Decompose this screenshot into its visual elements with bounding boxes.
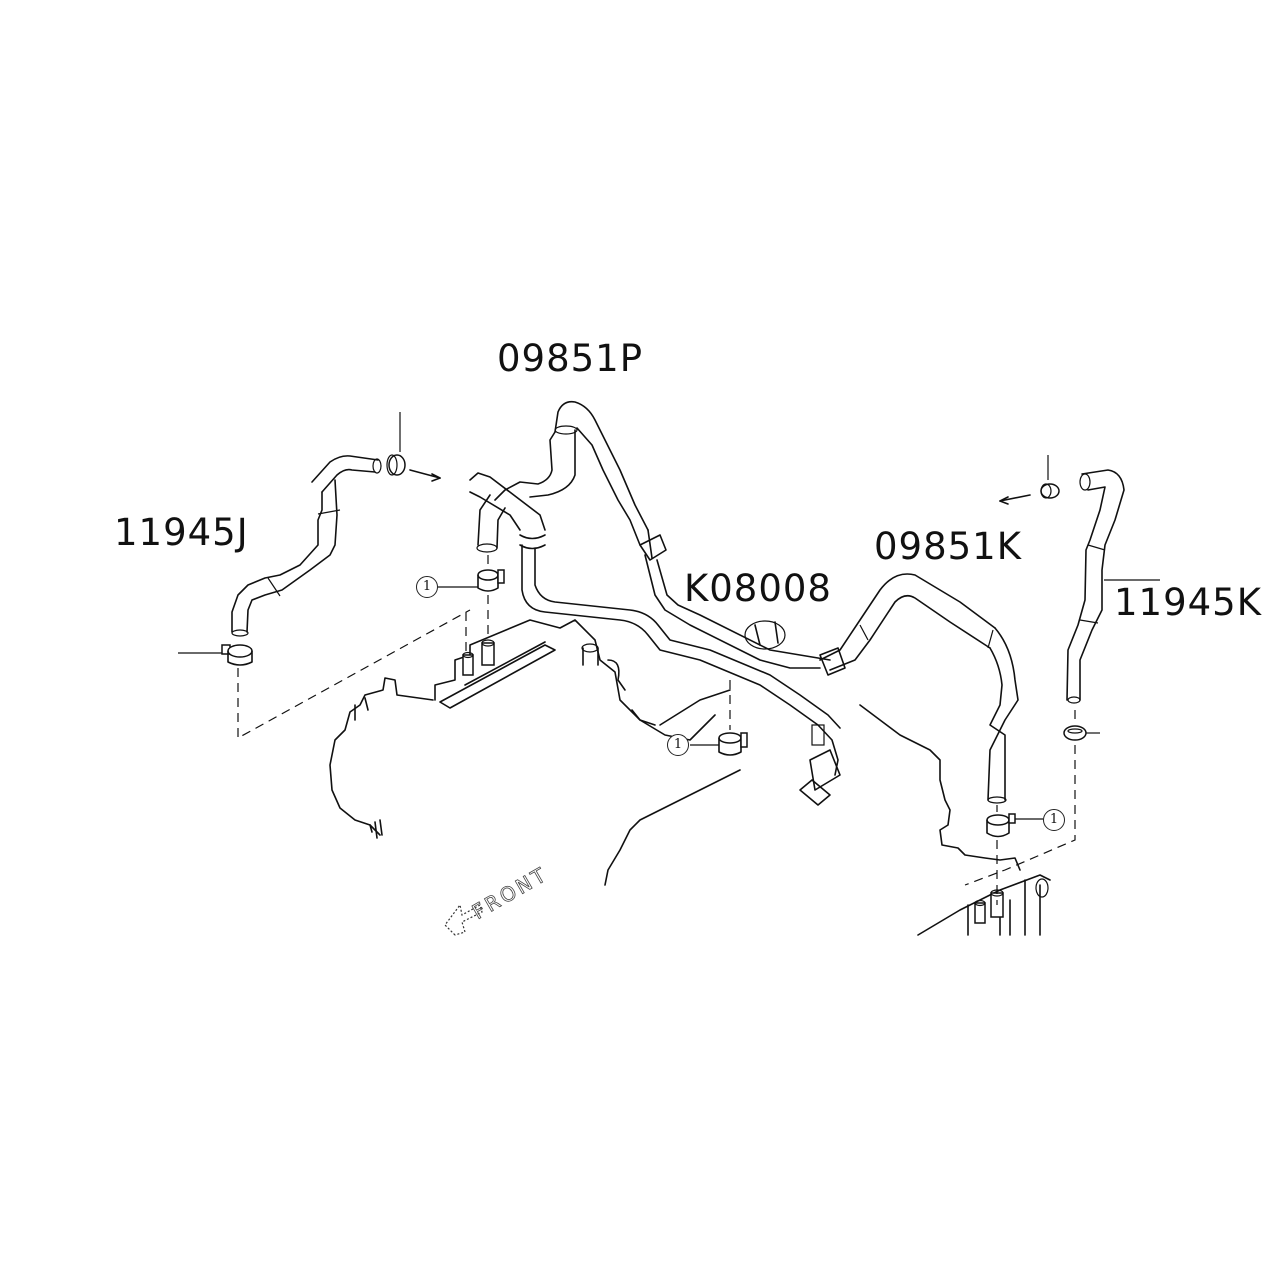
- hose-11945J: [231, 455, 382, 637]
- label-09851P: 09851P: [497, 337, 644, 380]
- pipe-K08008: [521, 544, 841, 806]
- hose-11945K: [1066, 469, 1160, 704]
- callout-1-left: 1: [416, 576, 438, 598]
- hose-09851P: [469, 400, 667, 561]
- label-11945K: 11945K: [1114, 581, 1262, 624]
- clamp-lower-right: [964, 710, 1100, 886]
- clamp-upper-left: [386, 412, 441, 482]
- engine-block: [329, 619, 741, 886]
- engine-block-right: [859, 704, 1051, 936]
- label-11945J: 11945J: [114, 511, 249, 554]
- callout-1-center: 1: [667, 734, 689, 756]
- hose-09851K: [819, 573, 1019, 804]
- clamp-upper-right: [999, 455, 1060, 505]
- arrow-left-icon: [444, 903, 483, 936]
- label-K08008: K08008: [684, 567, 832, 610]
- callout-1-right: 1: [1043, 809, 1065, 831]
- clamp-left: [178, 609, 471, 740]
- clamp-right-center: [986, 805, 1043, 905]
- label-09851K: 09851K: [874, 525, 1022, 568]
- clamps-center: [438, 555, 748, 756]
